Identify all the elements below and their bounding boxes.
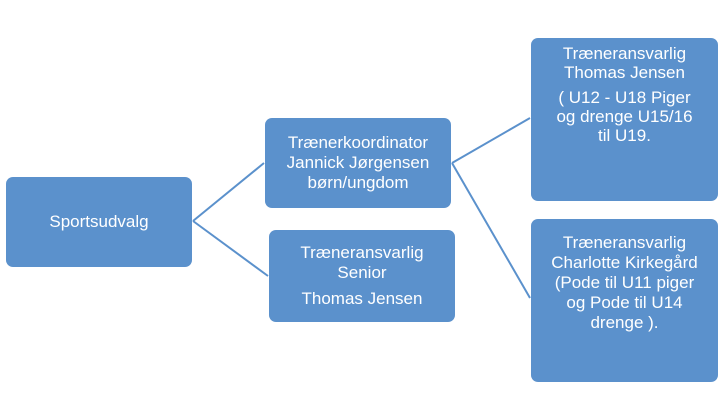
node-children-coach-scope-3: drenge ). xyxy=(590,313,659,332)
node-senior-coach-scope: Senior xyxy=(337,263,387,282)
node-coach-coordinator-name: Jannick Jørgensen xyxy=(286,153,430,172)
node-children-coach-name: Charlotte Kirkegård xyxy=(551,253,698,272)
node-youth-coach-name: Thomas Jensen xyxy=(564,63,685,82)
connector-coordinator-to-children xyxy=(451,162,531,299)
node-youth-coach-title: Træneransvarlig xyxy=(562,44,687,63)
node-children-coach: Træneransvarlig Charlotte Kirkegård (Pod… xyxy=(531,219,718,382)
connector-root-to-senior xyxy=(192,220,269,277)
node-senior-coach-name: Thomas Jensen xyxy=(301,289,423,308)
node-children-coach-scope-1: (Pode til U11 piger xyxy=(554,273,695,292)
node-sportsudvalg: Sportsudvalg xyxy=(6,177,192,267)
node-coach-coordinator-scope: børn/ungdom xyxy=(307,173,409,192)
node-children-coach-title: Træneransvarlig xyxy=(562,233,687,252)
node-youth-coach-scope-2: og drenge U15/16 xyxy=(556,107,693,126)
node-youth-coach: Træneransvarlig Thomas Jensen ( U12 - U1… xyxy=(531,38,718,201)
node-senior-coach: Træneransvarlig Senior Thomas Jensen xyxy=(269,230,455,322)
connector-root-to-coordinator xyxy=(192,162,265,222)
connector-coordinator-to-youth xyxy=(451,117,531,164)
node-coach-coordinator-title: Trænerkoordinator xyxy=(287,133,429,152)
node-senior-coach-title: Træneransvarlig xyxy=(300,243,424,262)
node-youth-coach-scope-1: ( U12 - U18 Piger xyxy=(558,88,691,107)
node-sportsudvalg-label: Sportsudvalg xyxy=(49,212,149,231)
node-youth-coach-scope-3: til U19. xyxy=(598,126,651,145)
node-children-coach-scope-2: og Pode til U14 xyxy=(566,293,683,312)
node-coach-coordinator: Trænerkoordinator Jannick Jørgensen børn… xyxy=(265,118,451,208)
